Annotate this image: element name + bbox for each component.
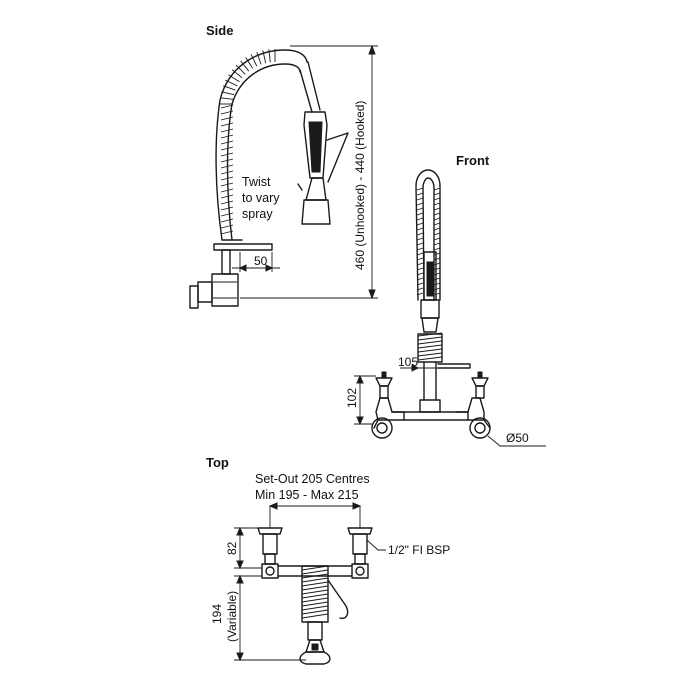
front-dim-height-label: 102 xyxy=(345,388,359,408)
top-setout-line-1: Set-Out 205 Centres xyxy=(255,472,370,486)
front-right-handle xyxy=(471,371,489,399)
side-dimension-offset xyxy=(232,252,280,272)
front-dim-diameter-label: Ø50 xyxy=(506,431,529,445)
top-dimension-length xyxy=(234,574,306,662)
side-spray-gun xyxy=(297,111,349,225)
front-spring-coil xyxy=(415,169,441,301)
top-dim-depth-label: 82 xyxy=(225,541,239,555)
front-lower-coil xyxy=(417,332,443,363)
side-note-line-2: to vary xyxy=(242,191,280,205)
top-spray-gun xyxy=(299,621,331,665)
top-dim-length-label-1: 194 xyxy=(210,604,224,624)
top-mixer-body xyxy=(277,565,353,577)
top-thread-leader xyxy=(366,539,386,551)
front-mixer-body xyxy=(375,397,485,421)
side-dim-height-label: 460 (Unhooked) - 440 (Hooked) xyxy=(353,101,367,270)
front-wall-flanges xyxy=(371,417,491,439)
top-dim-length-label-2: (Variable) xyxy=(225,591,239,642)
top-dimension-depth xyxy=(234,526,262,570)
side-spring-coil xyxy=(215,49,321,241)
front-dim-reach-label: 105 xyxy=(398,355,418,369)
top-left-tap xyxy=(257,527,283,579)
side-view: Side Twist to vary spr xyxy=(189,23,378,309)
top-right-tap xyxy=(347,527,373,579)
front-view-title: Front xyxy=(456,153,490,168)
front-dimension-height xyxy=(354,374,376,426)
top-view-title: Top xyxy=(206,455,229,470)
top-thread-label: 1/2" FI BSP xyxy=(388,543,450,557)
front-diameter-leader xyxy=(487,435,546,447)
top-view: Top Set-Out 205 Centres Min 195 - Max 21… xyxy=(206,455,450,665)
side-note-line-1: Twist xyxy=(242,175,271,189)
side-dimension-height xyxy=(240,44,378,300)
front-view: Front xyxy=(345,153,546,447)
front-hook-arm xyxy=(437,363,471,369)
top-hook xyxy=(327,579,349,620)
top-setout-line-2: Min 195 - Max 215 xyxy=(255,488,359,502)
front-dimension-reach xyxy=(400,364,470,372)
side-dim-offset-label: 50 xyxy=(254,254,268,268)
front-left-handle xyxy=(375,371,393,399)
side-note-line-3: spray xyxy=(242,207,273,221)
top-dimension-setout xyxy=(268,502,362,528)
front-spray-gun xyxy=(420,251,440,333)
top-spring-coil xyxy=(301,565,329,623)
side-view-title: Side xyxy=(206,23,233,38)
side-wall-inlet xyxy=(189,243,273,309)
